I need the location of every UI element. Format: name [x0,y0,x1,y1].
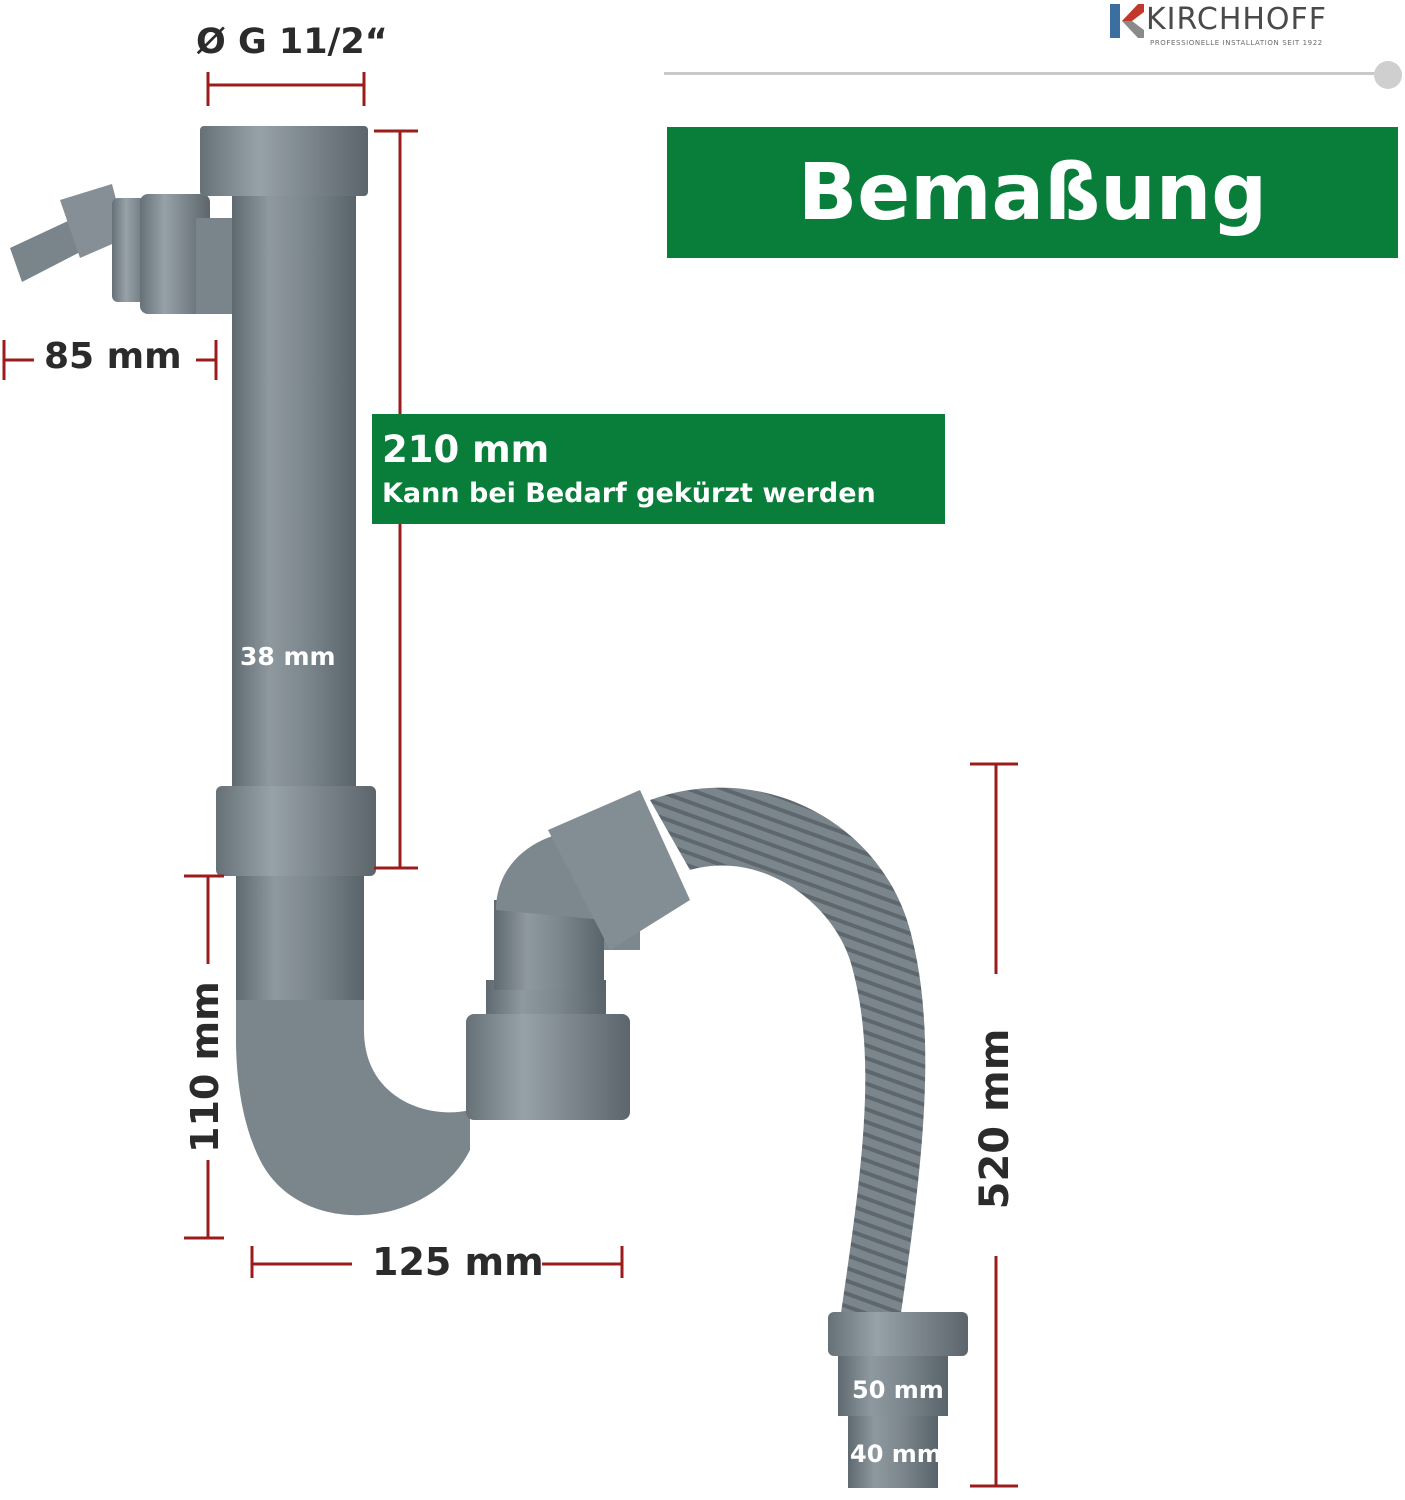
side-inlet-dimension-label: 85 mm [44,336,182,377]
thread-dimension-label: Ø G 11/2“ [196,22,388,62]
u-bend [236,790,690,1216]
height-note-value: 210 mm [382,428,550,471]
outlet-small-label: 40 mm [850,1440,942,1468]
bend-height-dimension-label: 110 mm [183,981,227,1153]
pipe-diameter-label: 38 mm [240,642,336,671]
flex-hose [650,787,968,1488]
height-note-box: 210 mm Kann bei Bedarf gekürzt werden [372,414,945,524]
outlet-large-label: 50 mm [852,1376,944,1404]
side-inlet-connector [10,184,232,314]
brand-name: KIRCHHOFF [1146,2,1328,37]
brand-logo: KIRCHHOFF PROFESSIONELLE INSTALLATION SE… [1106,2,1386,54]
hose-length-dimension-label: 520 mm [972,1028,1018,1210]
header-divider [664,72,1384,75]
height-note-text: Kann bei Bedarf gekürzt werden [382,478,876,509]
kirchhoff-logo-icon [1110,4,1144,38]
page-title: Bemaßung [797,147,1268,238]
bend-width-dimension-label: 125 mm [372,1240,544,1284]
title-banner: Bemaßung [667,127,1398,258]
vertical-pipe [200,126,376,1006]
divider-dot [1374,61,1402,89]
brand-tagline: PROFESSIONELLE INSTALLATION SEIT 1922 [1150,39,1323,47]
dimension-lines [2,72,1018,1488]
